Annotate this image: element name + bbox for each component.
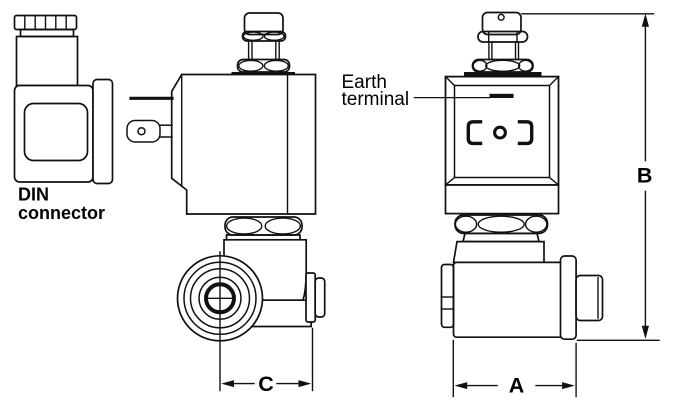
- outlet-flange-front: [559, 255, 577, 341]
- outlet-tip: [314, 277, 326, 318]
- dim-b-label: B: [637, 163, 653, 187]
- coil-face-markings: [466, 120, 534, 146]
- connector-window: [23, 102, 89, 162]
- valve-body-cylinder: [452, 261, 565, 339]
- lower-hex-nut: [236, 58, 291, 73]
- coil-body: [170, 73, 317, 215]
- dim-c-label: C: [258, 372, 274, 396]
- bonnet-hex-nut: [224, 216, 303, 236]
- dim-c-arrow-right: [298, 380, 312, 388]
- coil-front-inner: [453, 84, 551, 179]
- earth-terminal-label-line2: terminal: [342, 89, 410, 110]
- dimension-b: B: [521, 13, 660, 341]
- dim-c-arrow-left: [221, 380, 234, 388]
- din-label-line1: DIN: [18, 185, 49, 205]
- spade-terminal: [126, 119, 173, 143]
- dim-b-arrow-top: [641, 13, 649, 27]
- side-view: [126, 12, 326, 342]
- bonnet-hex-nut-front: [454, 214, 549, 235]
- dimension-c: C: [219, 251, 314, 396]
- knurl-lines: [24, 14, 67, 31]
- cap-collar: [19, 28, 75, 38]
- valve-body-left-cap: [440, 263, 455, 329]
- stem-cap-hole: [497, 13, 505, 21]
- stem-cap: [243, 12, 284, 36]
- din-label-line2: connector: [18, 203, 105, 223]
- bonnet-block-front: [452, 240, 545, 264]
- terminal-hole: [137, 126, 146, 136]
- upper-hex-nut-front: [477, 30, 529, 43]
- dim-b-arrow-bottom: [641, 325, 649, 339]
- bonnet-collar-front: [461, 232, 541, 243]
- dim-a-arrow-right: [562, 382, 575, 390]
- outlet-flange: [305, 272, 317, 323]
- stem-cap-front: [481, 11, 522, 36]
- coil-top-plate-front: [464, 72, 542, 77]
- coil-corner-bevels: [444, 75, 560, 186]
- din-connector-view: DIN connector: [13, 14, 114, 223]
- dimension-a: A: [452, 339, 577, 398]
- stem-tube: [247, 40, 280, 61]
- mounting-flange: [92, 78, 114, 185]
- dim-a-label: A: [509, 374, 525, 398]
- bracket-right: [517, 120, 534, 146]
- upper-hex-nut: [241, 30, 287, 42]
- earth-terminal-slot: [489, 93, 514, 98]
- stem-tube-front: [488, 41, 520, 61]
- front-view: [440, 11, 604, 341]
- dim-a-arrow-left: [454, 382, 468, 390]
- earth-terminal-label-line1: Earth: [342, 72, 387, 93]
- outlet-thread-fitting: [575, 274, 604, 322]
- bracket-left: [466, 120, 483, 146]
- earth-terminal-callout: Earth terminal: [342, 72, 491, 110]
- face-center-hole: [493, 125, 507, 140]
- cable-gland-body: [15, 35, 79, 87]
- connector-body: [13, 84, 94, 183]
- coil-front-outer: [444, 75, 560, 186]
- coil-base-block: [444, 184, 560, 215]
- lower-hex-nut-front: [471, 58, 534, 73]
